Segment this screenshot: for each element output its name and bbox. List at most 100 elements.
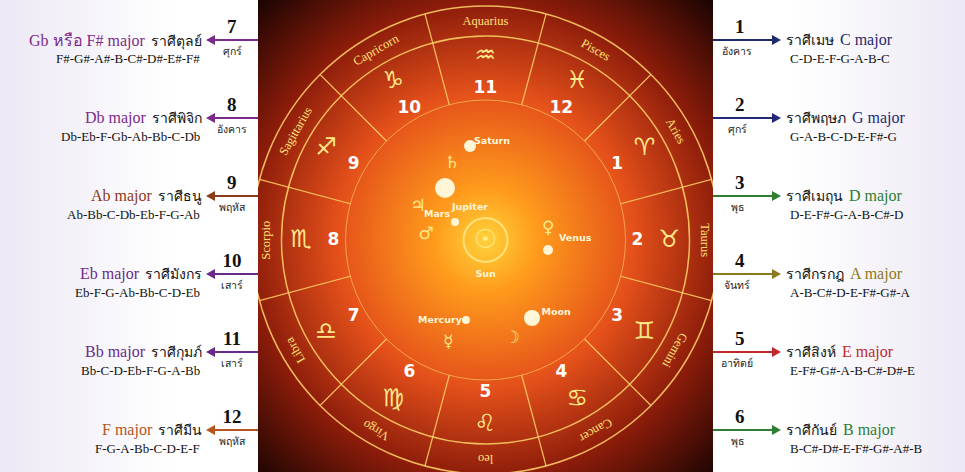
sign-name: ราศีเมษ — [786, 29, 834, 51]
zodiac-name: Scorpio — [259, 221, 273, 260]
zodiac-symbol: ♍ — [383, 385, 405, 413]
arrow-head — [772, 35, 781, 45]
key-name: F major — [102, 421, 152, 439]
sign-name: ราศีกรกฎ — [786, 263, 844, 285]
zodiac-symbol: ♏ — [291, 226, 313, 254]
planet-symbol: ♄ — [445, 153, 460, 173]
leader-arrow — [713, 39, 775, 41]
sign-name: ราศีพฤษภ — [786, 107, 846, 129]
callout-number: 1 — [735, 16, 745, 38]
sign-name: ราศีมังกร — [145, 263, 202, 285]
sign-number: 2 — [632, 230, 644, 250]
sign-key-row: Db majorราศีพิจิก — [85, 107, 202, 129]
leader-arrow — [713, 195, 775, 197]
key-name: Ab major — [91, 187, 152, 205]
weekday-label: พฤหัส — [219, 435, 245, 447]
scale-notes: Bb-C-D-Eb-F-G-A-Bb — [81, 364, 200, 379]
key-name: G major — [852, 109, 905, 127]
sign-number: 7 — [348, 306, 360, 326]
scale-notes: G-A-B-C-D-E-F#-G — [790, 130, 897, 145]
leader-arrow — [212, 195, 258, 197]
arrow-head — [206, 425, 215, 435]
sign-key-row: ราศีเมษ C major — [786, 29, 892, 51]
callout-number: 2 — [735, 94, 745, 116]
planet-symbol: ☿ — [443, 332, 453, 352]
sign-name: ราศีกันย์ — [786, 419, 837, 441]
zodiac-name: Cancer — [576, 415, 614, 445]
zodiac-name: leo — [478, 452, 493, 466]
scale-notes: D-E-F#-G-A-B-C#-D — [790, 208, 903, 223]
zodiac-symbol: ♊ — [634, 318, 656, 346]
leader-arrow — [713, 117, 775, 119]
weekday-label: พุธ — [731, 435, 744, 447]
arrow-head — [772, 113, 781, 123]
planet-name: Venus — [559, 233, 591, 244]
arrow-head — [772, 269, 781, 279]
planet-name: Jupiter — [452, 202, 488, 213]
sign-name: ราศีธนู — [158, 185, 202, 207]
planet-name: Saturn — [474, 136, 510, 147]
weekday-label: พุธ — [731, 201, 744, 213]
scale-notes: E-F#-G#-A-B-C#-D#-E — [790, 364, 915, 379]
zodiac-name: Capricorn — [351, 32, 401, 69]
weekday-label: ศุกร์ — [223, 45, 242, 57]
planet-symbol: ♀ — [542, 218, 554, 238]
key-name: E major — [842, 343, 893, 361]
scale-notes: A-B-C#-D-E-F#-G#-A — [790, 286, 910, 301]
weekday-label: เสาร์ — [221, 279, 243, 291]
weekday-label: อังคาร — [722, 45, 752, 57]
callout-number: 8 — [227, 94, 237, 116]
arrow-head — [772, 191, 781, 201]
key-name: B major — [843, 421, 895, 439]
zodiac-name: Pisces — [578, 36, 612, 64]
zodiac-symbol: ♉ — [659, 226, 681, 254]
sign-key-row: ราศีเมถุนD major — [786, 185, 902, 207]
zodiac-symbol: ♒ — [475, 42, 497, 70]
planet-name: Moon — [542, 307, 571, 318]
weekday-label: ศุกร์ — [728, 123, 747, 135]
planet-symbol: ♂ — [419, 224, 434, 244]
weekday-label: พฤหัส — [219, 201, 245, 213]
sign-number: 5 — [480, 382, 492, 402]
key-name: Db major — [85, 109, 146, 127]
sign-number: 1 — [611, 154, 623, 174]
arrow-head — [206, 35, 215, 45]
callout-number: 3 — [735, 172, 745, 194]
zodiac-name: Sagittarius — [276, 104, 315, 157]
planet-name: Mars — [424, 209, 450, 220]
zodiac-symbol: ♋ — [567, 385, 589, 413]
zodiac-symbol: ♐ — [315, 134, 337, 162]
weekday-label: อาทิตย์ — [721, 357, 753, 369]
arrow-head — [206, 113, 215, 123]
sign-number: 8 — [328, 230, 340, 250]
zodiac-symbol: ♌ — [475, 410, 497, 438]
sign-key-row: F majorราศีมีน — [102, 419, 202, 441]
callout-number: 10 — [223, 250, 242, 272]
sign-number: 9 — [348, 154, 360, 174]
callout-number: 6 — [735, 406, 745, 428]
scale-notes: F-G-A-Bb-C-D-E-F — [95, 442, 200, 457]
key-name: C major — [840, 31, 892, 49]
zodiac-name: Gemini — [659, 330, 690, 370]
sign-number: 4 — [556, 362, 568, 382]
sign-key-row: Gb หรือ F# majorราศีตุลย์ — [29, 28, 202, 53]
sign-number: 3 — [611, 306, 623, 326]
key-name: D major — [849, 187, 902, 205]
callout-number: 4 — [735, 250, 745, 272]
zodiac-name: Virgo — [360, 417, 392, 444]
wheel-panel — [258, 0, 713, 472]
leader-arrow — [212, 429, 258, 431]
weekday-label: อังคาร — [217, 123, 247, 135]
arrow-head — [772, 347, 781, 357]
arrow-head — [206, 191, 215, 201]
weekday-label: จันทร์ — [724, 279, 750, 291]
sign-key-row: ราศีกรกฎA major — [786, 263, 902, 285]
leader-arrow — [713, 273, 775, 275]
leader-arrow — [713, 351, 775, 353]
scale-notes: Ab-Bb-C-Db-Eb-F-G-Ab — [67, 208, 200, 223]
sign-number: 12 — [550, 98, 574, 118]
zodiac-symbol: ♓ — [567, 67, 589, 95]
planet-symbol: ☽ — [505, 328, 520, 348]
callout-number: 12 — [223, 406, 242, 428]
sign-name: ราศีตุลย์ — [151, 30, 202, 52]
